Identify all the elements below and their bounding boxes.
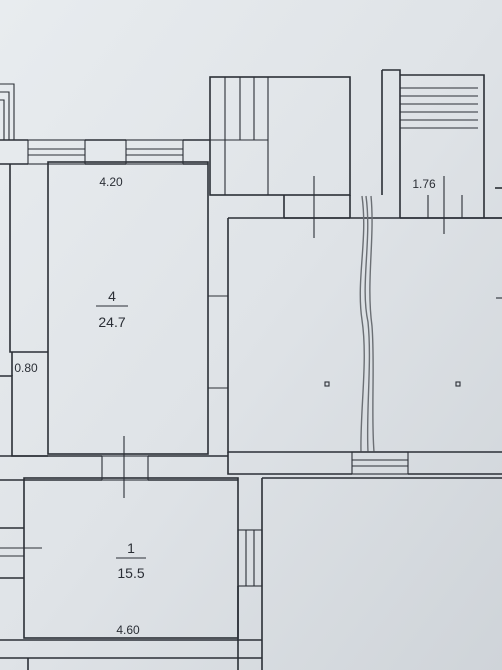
door-room-4-room-1 (0, 436, 238, 498)
dimension-label-1: 4.20 (99, 175, 123, 189)
dimension-label-4: 4.60 (116, 623, 140, 637)
room-1-number: 1 (127, 540, 135, 556)
door-room-4-right (208, 295, 228, 389)
wall-upper (0, 139, 210, 165)
window-right-lower (227, 451, 502, 475)
pencil-mark (359, 195, 375, 453)
room-1-area: 15.5 (117, 565, 144, 581)
stairs-top-center (209, 76, 351, 196)
room-4-area: 24.7 (98, 314, 125, 330)
stairs-top-left (0, 83, 15, 140)
room-4-number: 4 (108, 288, 116, 304)
room-lower-right-outline (261, 477, 502, 670)
window-top-1 (27, 139, 86, 165)
window-top-2 (125, 139, 184, 165)
dimension-label-2: 1.76 (412, 177, 436, 191)
dimension-label-3: 0.80 (14, 361, 38, 375)
wall-bottom (0, 586, 262, 670)
